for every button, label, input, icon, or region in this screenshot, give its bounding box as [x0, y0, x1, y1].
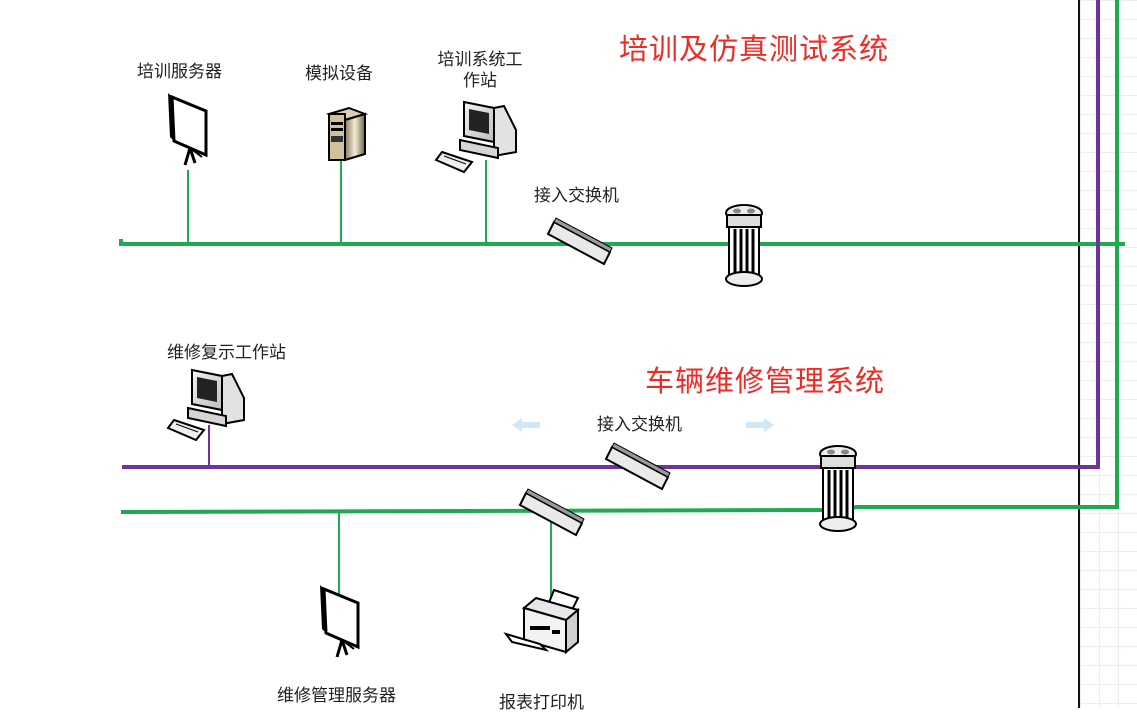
purple-backbone-link: [122, 0, 1100, 469]
maintenance-server-label: 维修管理服务器: [277, 686, 396, 706]
right-green-trunk: [855, 0, 1119, 509]
simulation-device-label: 模拟设备: [305, 64, 373, 84]
background-grid: [1080, 0, 1137, 708]
training-system-title: 培训及仿真测试系统: [619, 32, 890, 66]
training-server-icon: [168, 93, 208, 166]
training-backbone-link: [119, 239, 1125, 246]
left-arrow-icon: [512, 418, 540, 432]
access-switch-bottom-label: 接入交换机: [597, 415, 682, 435]
router-bottom-icon: [819, 445, 857, 532]
training-server-label: 培训服务器: [137, 62, 222, 82]
training-workstation-label-line1: 培训系统工: [437, 50, 523, 70]
router-top-icon: [725, 204, 763, 287]
report-printer-label: 报表打印机: [499, 693, 584, 713]
simulation-device-icon: [325, 106, 369, 162]
maintenance-system-title: 车辆维修管理系统: [645, 364, 886, 398]
access-switch-top-label: 接入交换机: [534, 186, 619, 206]
training-workstation-label: 培训系统工 作站: [433, 50, 527, 92]
printer-icon: [503, 588, 581, 655]
access-switch-top-icon: [546, 217, 613, 266]
access-switch-bottom-icon: [518, 488, 585, 537]
maintenance-server-icon: [320, 585, 360, 658]
right-arrow-icon: [746, 418, 774, 432]
training-workstation-label-line2: 作站: [463, 71, 497, 91]
access-switch-middle-icon: [604, 442, 671, 491]
training-workstation-icon: [434, 100, 517, 174]
review-workstation-icon: [166, 368, 245, 442]
review-workstation-label: 维修复示工作站: [167, 343, 286, 363]
maintenance-backbone-link: [120, 508, 826, 514]
